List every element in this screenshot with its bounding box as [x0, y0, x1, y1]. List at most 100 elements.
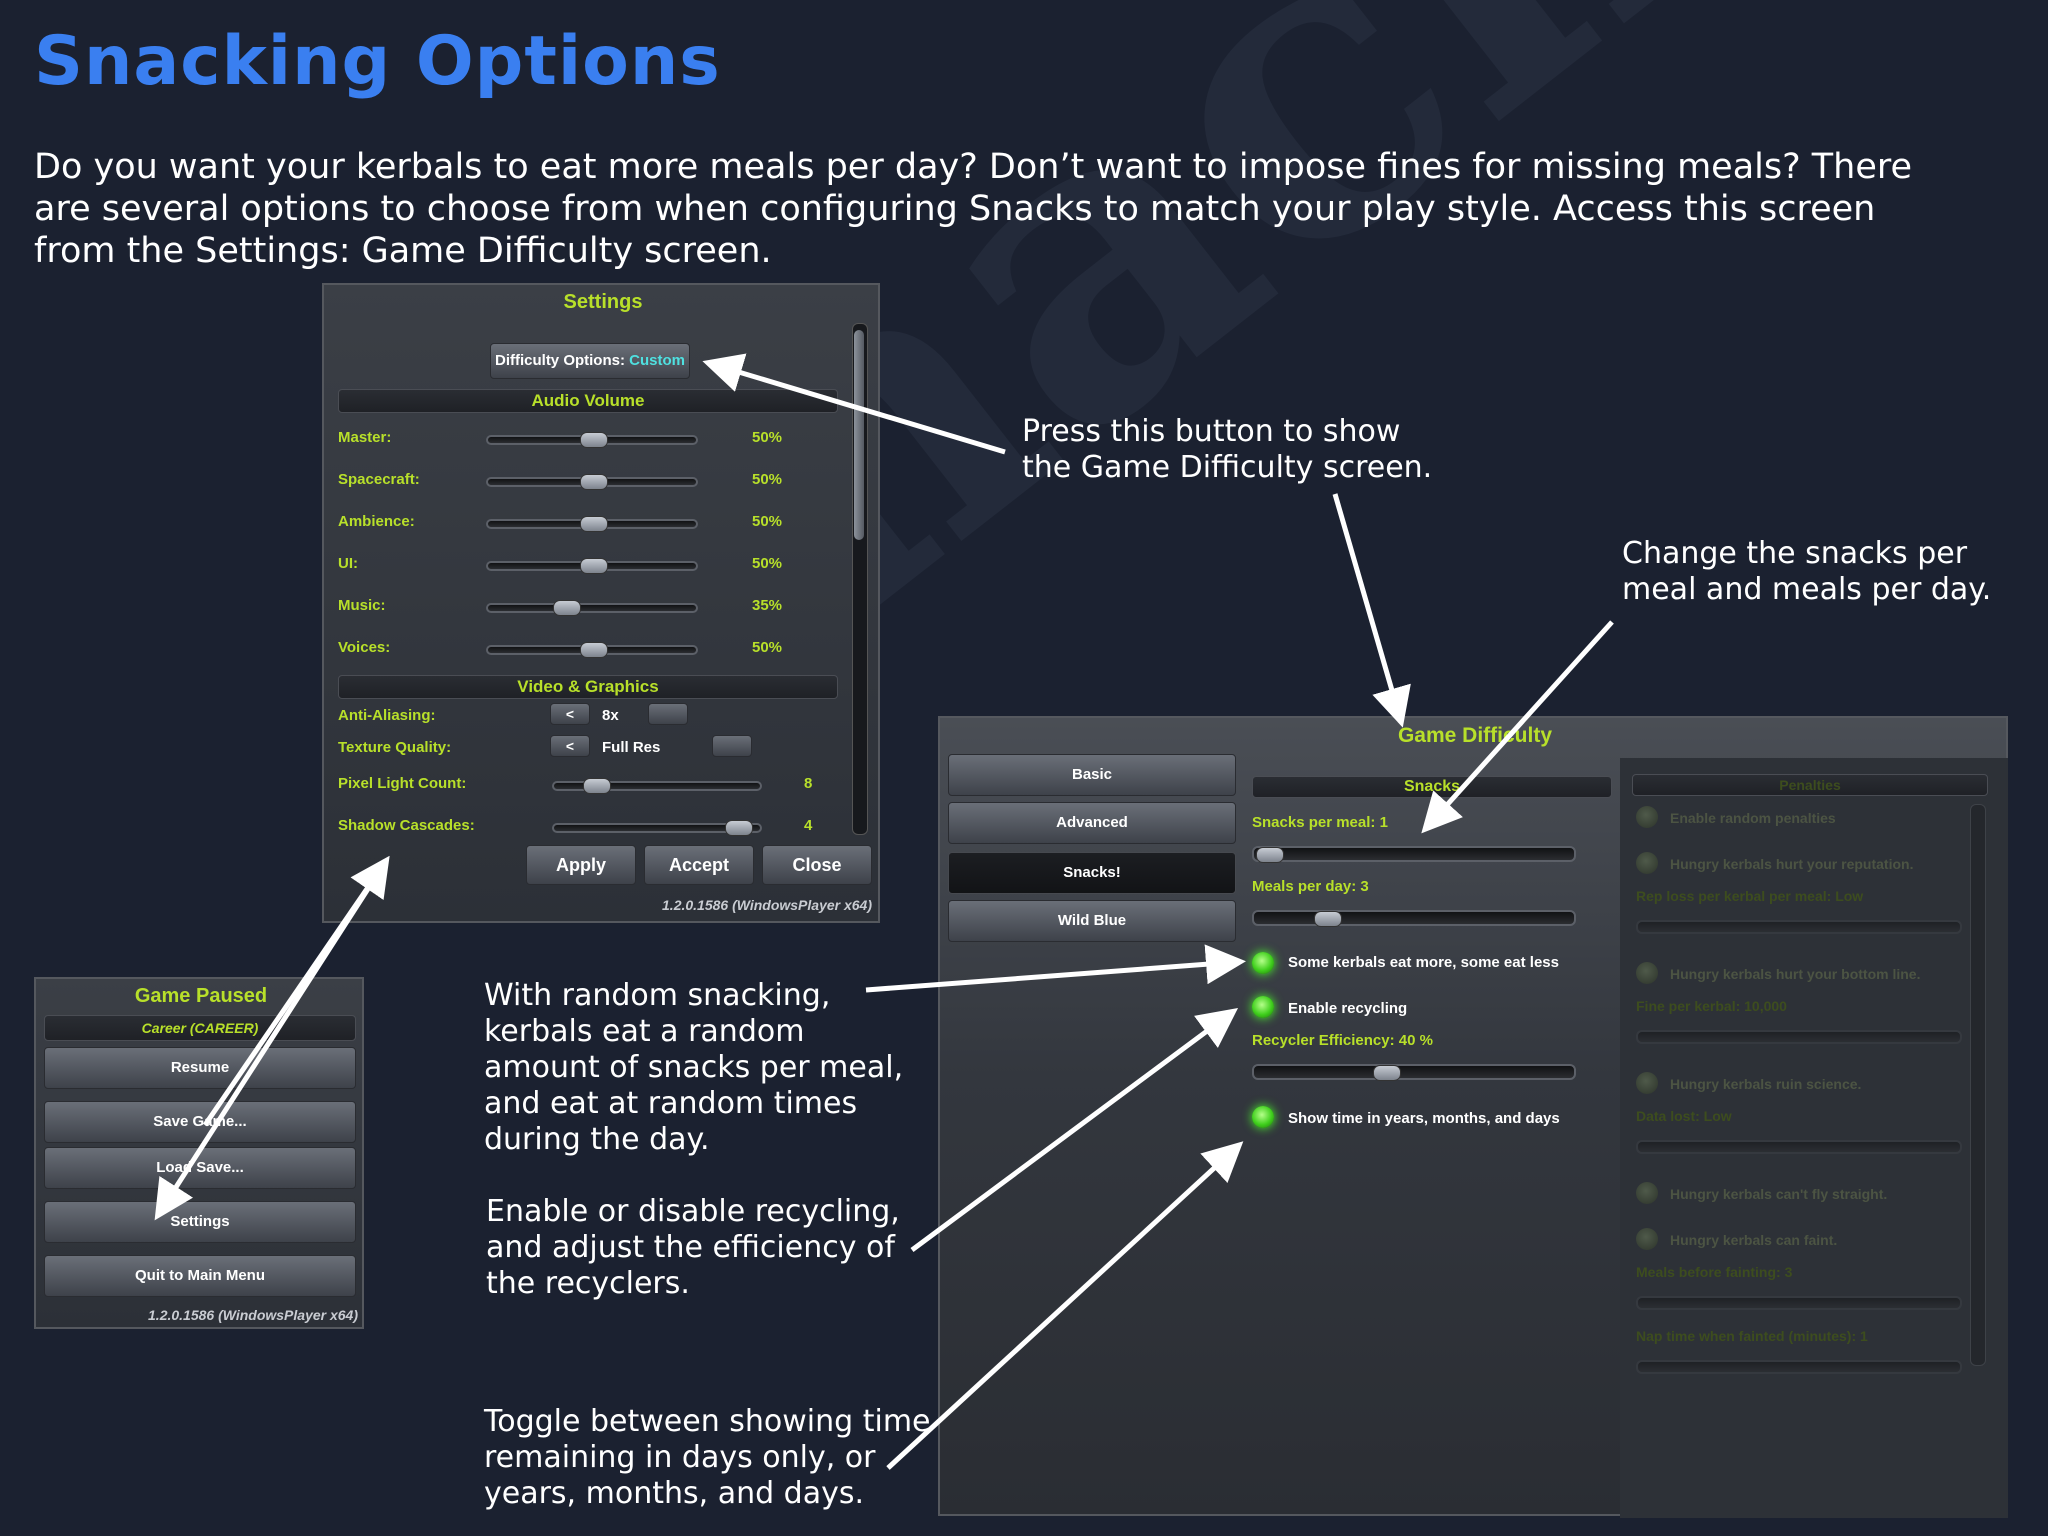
anti-aliasing-prev-button[interactable]: < [550, 703, 590, 725]
music-volume-value: 35% [752, 597, 783, 614]
bottom-line-penalty-toggle[interactable] [1636, 962, 1658, 984]
fly-straight-penalty-toggle[interactable] [1636, 1182, 1658, 1204]
penalties-panel [1620, 758, 2008, 1518]
time-display-label: Show time in years, months, and days [1288, 1110, 1560, 1127]
random-penalties-toggle[interactable] [1636, 806, 1658, 828]
time-display-toggle[interactable] [1252, 1106, 1274, 1128]
texture-quality-label: Texture Quality: [338, 739, 452, 756]
nap-time-label: Nap time when fainted (minutes): 1 [1636, 1328, 1868, 1344]
audio-row-spacecraft: Spacecraft: 50% [338, 471, 838, 501]
shadow-cascades-knob[interactable] [725, 820, 754, 836]
accept-button[interactable]: Accept [644, 845, 754, 885]
settings-scrollbar[interactable] [852, 323, 868, 835]
nap-time-slider[interactable] [1636, 1360, 1962, 1374]
spacecraft-volume-slider[interactable] [486, 474, 698, 490]
voices-volume-slider[interactable] [486, 642, 698, 658]
recycler-efficiency-knob[interactable] [1372, 1065, 1401, 1081]
faint-penalty-toggle[interactable] [1636, 1228, 1658, 1250]
snacks-per-meal-knob[interactable] [1256, 847, 1284, 863]
reputation-penalty-toggle[interactable] [1636, 852, 1658, 874]
texture-quality-next-button[interactable] [712, 735, 752, 757]
music-volume-knob[interactable] [553, 600, 581, 616]
science-penalty-toggle[interactable] [1636, 1072, 1658, 1094]
fine-per-kerbal-slider[interactable] [1636, 1030, 1962, 1044]
recycling-toggle[interactable] [1252, 996, 1274, 1018]
video-graphics-header: Video & Graphics [338, 675, 838, 699]
callout-random-snacking: With random snacking, kerbals eat a rand… [484, 978, 904, 1157]
meals-per-day-label: Meals per day: 3 [1252, 878, 1369, 895]
shadow-cascades-label: Shadow Cascades: [338, 817, 475, 834]
callout-time-display: Toggle between showing time remaining in… [484, 1404, 931, 1511]
audio-volume-header: Audio Volume [338, 389, 838, 413]
voices-volume-knob[interactable] [580, 642, 608, 658]
ambience-volume-slider[interactable] [486, 516, 698, 532]
tab-basic[interactable]: Basic [948, 754, 1236, 796]
tab-advanced[interactable]: Advanced [948, 802, 1236, 844]
close-button[interactable]: Close [762, 845, 872, 885]
rep-loss-slider[interactable] [1636, 920, 1962, 934]
master-volume-slider[interactable] [486, 432, 698, 448]
anti-aliasing-value: 8x [602, 707, 619, 724]
random-penalties-label: Enable random penalties [1670, 810, 1836, 826]
pause-menu-window: Game Paused Career (CAREER) Resume Save … [34, 977, 364, 1329]
difficulty-options-value: Custom [629, 352, 685, 369]
shadow-cascades-slider[interactable] [552, 820, 762, 836]
callout-snacks-per-meal: Change the snacks per meal and meals per… [1622, 536, 1992, 607]
recycler-efficiency-slider[interactable] [1252, 1064, 1576, 1081]
audio-row-ambience: Ambience: 50% [338, 513, 838, 543]
settings-button[interactable]: Settings [44, 1201, 356, 1243]
callout-difficulty-button: Press this button to show the Game Diffi… [1022, 414, 1433, 485]
tab-wild-blue[interactable]: Wild Blue [948, 900, 1236, 942]
texture-quality-value: Full Res [602, 739, 661, 756]
meals-before-fainting-slider[interactable] [1636, 1296, 1962, 1310]
science-penalty-label: Hungry kerbals ruin science. [1670, 1076, 1862, 1092]
pixel-light-count-knob[interactable] [582, 778, 611, 794]
arrow-to-game-difficulty-window [1332, 493, 1411, 728]
audio-row-ui: UI: 50% [338, 555, 838, 585]
settings-scrollbar-thumb[interactable] [854, 330, 864, 540]
ui-volume-slider[interactable] [486, 558, 698, 574]
pixel-light-count-slider[interactable] [552, 778, 762, 794]
music-volume-label: Music: [338, 597, 386, 614]
anti-aliasing-next-button[interactable] [648, 703, 688, 725]
pixel-light-count-value: 8 [804, 775, 813, 792]
arrow-to-difficulty-button [702, 353, 1006, 455]
ambience-volume-label: Ambience: [338, 513, 415, 530]
data-lost-slider[interactable] [1636, 1140, 1962, 1154]
meals-per-day-knob[interactable] [1314, 911, 1343, 927]
pixel-light-count-label: Pixel Light Count: [338, 775, 467, 792]
resume-button[interactable]: Resume [44, 1047, 356, 1089]
tab-snacks[interactable]: Snacks! [948, 852, 1236, 894]
bottom-line-penalty-label: Hungry kerbals hurt your bottom line. [1670, 966, 1921, 982]
settings-window: Settings Difficulty Options: Custom Audi… [322, 283, 880, 923]
spacecraft-volume-knob[interactable] [580, 474, 608, 490]
music-volume-slider[interactable] [486, 600, 698, 616]
spacecraft-volume-value: 50% [752, 471, 783, 488]
snacks-per-meal-label: Snacks per meal: 1 [1252, 814, 1388, 831]
difficulty-options-button[interactable]: Difficulty Options: Custom [490, 343, 690, 379]
meals-per-day-slider[interactable] [1252, 910, 1576, 927]
anti-aliasing-label: Anti-Aliasing: [338, 707, 436, 724]
ui-volume-knob[interactable] [580, 558, 608, 574]
data-lost-label: Data lost: Low [1636, 1108, 1732, 1124]
texture-quality-prev-button[interactable]: < [550, 735, 590, 757]
fly-straight-penalty-label: Hungry kerbals can't fly straight. [1670, 1186, 1888, 1202]
ambience-volume-knob[interactable] [580, 516, 608, 532]
callout-recycling: Enable or disable recycling, and adjust … [486, 1194, 900, 1301]
pause-menu-version: 1.2.0.1586 (WindowsPlayer x64) [148, 1307, 358, 1323]
random-snacking-toggle[interactable] [1252, 952, 1274, 974]
arrow-to-snacks-per-meal [1421, 620, 1614, 834]
master-volume-knob[interactable] [580, 432, 608, 448]
settings-version: 1.2.0.1586 (WindowsPlayer x64) [662, 897, 872, 913]
shadow-cascades-value: 4 [804, 817, 813, 834]
apply-button[interactable]: Apply [526, 845, 636, 885]
recycler-efficiency-label: Recycler Efficiency: 40 % [1252, 1032, 1433, 1049]
ambience-volume-value: 50% [752, 513, 783, 530]
career-mode-label: Career (CAREER) [44, 1015, 356, 1041]
arrow-to-recycling [910, 1008, 1239, 1253]
penalties-scrollbar[interactable] [1970, 804, 1986, 1366]
quit-to-main-menu-button[interactable]: Quit to Main Menu [44, 1255, 356, 1297]
ui-volume-value: 50% [752, 555, 783, 572]
snacks-per-meal-slider[interactable] [1252, 846, 1576, 863]
